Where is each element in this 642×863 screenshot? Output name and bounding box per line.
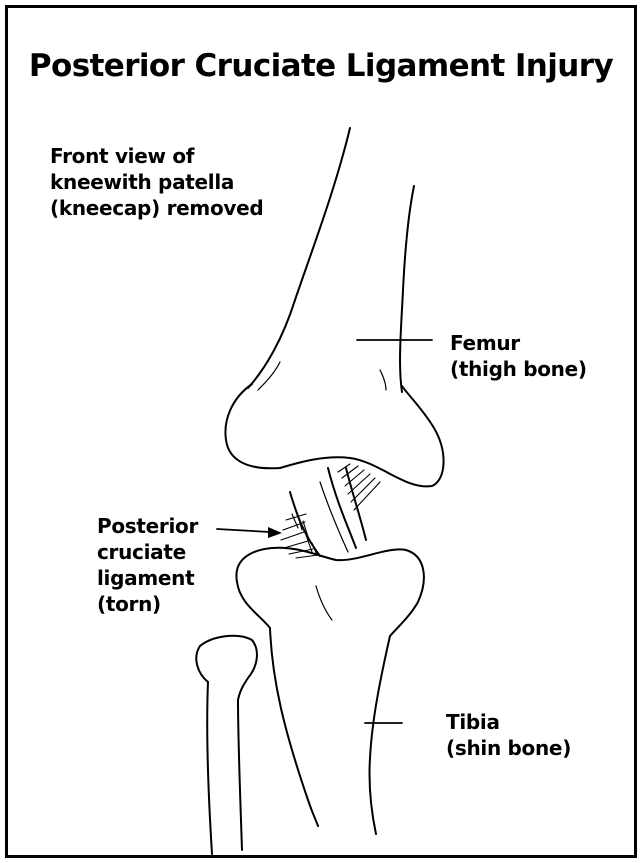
tibia-label: Tibia (shin bone) [446,709,571,761]
tibia-label-line: Tibia [446,709,571,735]
tibia-label-line: (shin bone) [446,735,571,761]
ligament-drawing [281,464,380,558]
femur-drawing [225,128,443,486]
femur-label-line: Femur [450,330,587,356]
fibula-drawing [196,636,257,854]
pcl-label-line: cruciate [97,539,198,565]
pcl-label: Posterior cruciate ligament (torn) [97,513,198,617]
tibia-drawing [236,548,423,834]
femur-label: Femur (thigh bone) [450,330,587,382]
pcl-label-line: ligament [97,565,198,591]
pcl-label-line: (torn) [97,591,198,617]
pcl-label-line: Posterior [97,513,198,539]
pcl-arrow [217,527,282,538]
femur-label-line: (thigh bone) [450,356,587,382]
